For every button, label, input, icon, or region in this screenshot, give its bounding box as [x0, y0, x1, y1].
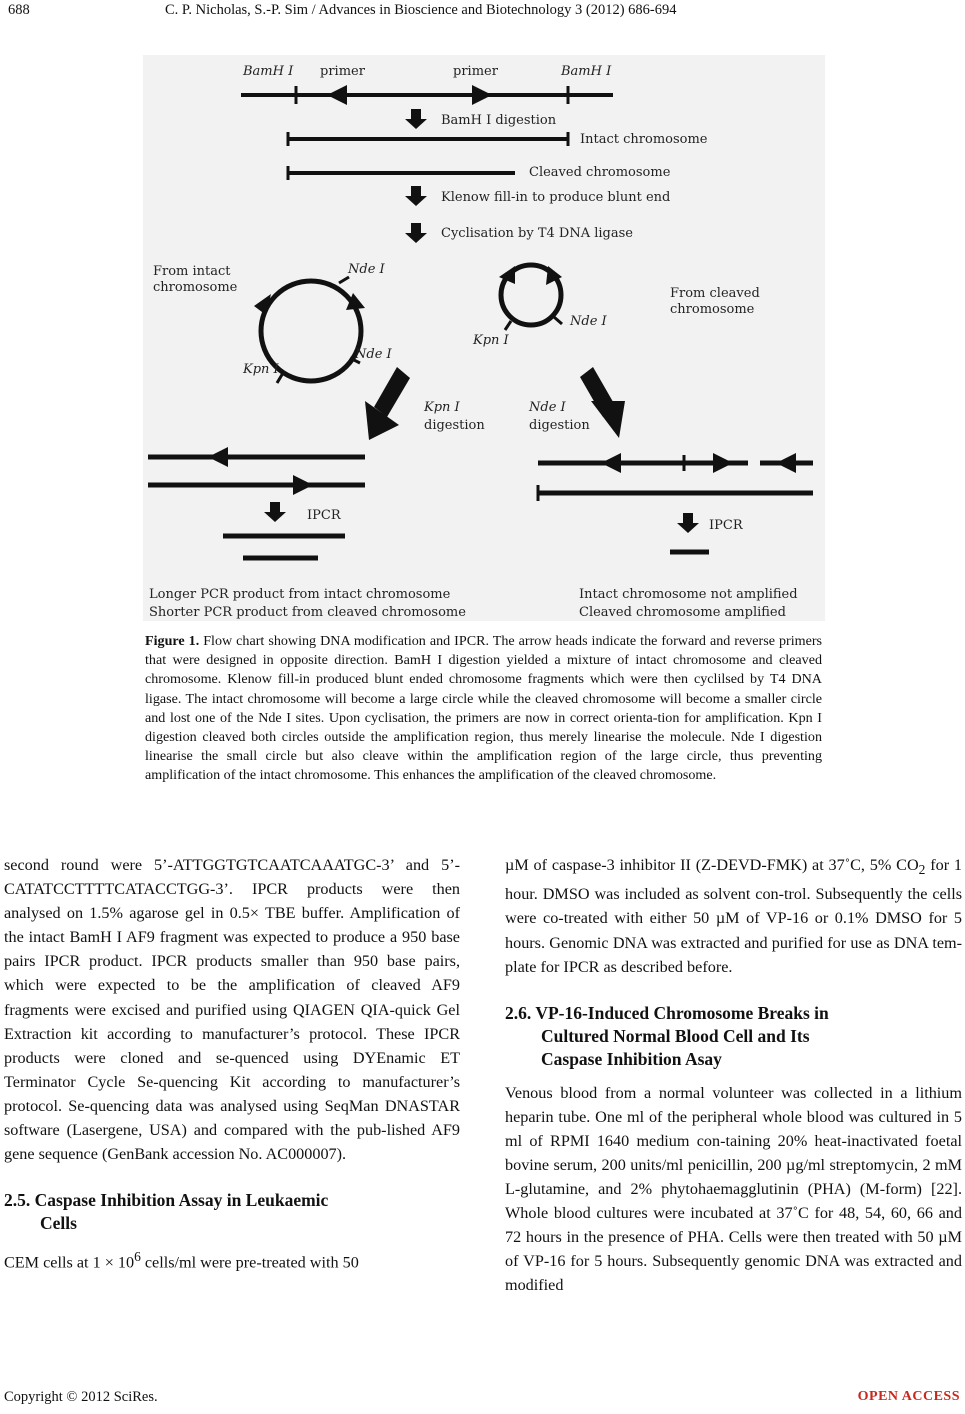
label-ipcr-right: IPCR [709, 518, 744, 533]
label-intact-chromosome: Intact chromosome [580, 132, 708, 147]
label-kpn-small: Kpn I [472, 333, 510, 348]
paragraph: Venous blood from a normal volunteer was… [505, 1083, 962, 1295]
primer-arrowhead-large-right [346, 293, 365, 310]
copyright-notice: Copyright © 2012 SciRes. [4, 1389, 158, 1405]
label-result-left-1: Longer PCR product from intact chromosom… [149, 587, 451, 602]
figure-caption: Figure 1. Flow chart showing DNA modific… [145, 632, 822, 786]
label-primer-right: primer [453, 64, 499, 79]
down-arrow-icon [677, 513, 699, 533]
label-result-right-2: Cleaved chromosome amplified [579, 605, 786, 620]
section-title-line: VP-16-Induced Chromosome Breaks in [535, 1002, 829, 1023]
primer-arrowhead-large-left [254, 294, 271, 315]
label-kpn-digestion-1: Kpn I [423, 400, 461, 415]
figure-1: BamH I primer primer BamH I BamH I diges… [143, 55, 825, 621]
left-column: second round were 5’-ATTGGTGTCAATCAAATGC… [4, 853, 460, 1275]
label-bamh1-right: BamH I [560, 64, 612, 79]
label-nde-digestion-1: Nde I [528, 400, 567, 415]
open-access-label: OPEN ACCESS [857, 1389, 960, 1404]
label-ipcr-left: IPCR [307, 508, 342, 523]
section-number: 2.5. [4, 1190, 31, 1211]
diagonal-arrow-left-icon [365, 367, 410, 440]
small-circle [498, 262, 564, 328]
section-heading-2-6: 2.6. VP-16-Induced Chromosome Breaks in … [505, 1002, 962, 1071]
primer-arrowhead-small-right [546, 266, 562, 285]
section-title-line: Caspase Inhibition Assay in Leukaemic [34, 1190, 329, 1211]
down-arrow-icon [264, 502, 286, 522]
label-nde-digestion-2: digestion [529, 418, 590, 433]
flowchart-diagram: BamH I primer primer BamH I BamH I diges… [143, 55, 825, 621]
primer-left-arrowhead [327, 85, 347, 105]
primer-arrowhead-small-left [499, 266, 515, 284]
paragraph: µM of caspase-3 inhibitor II (Z-DEVD-FMK… [505, 856, 963, 976]
right-column: µM of caspase-3 inhibitor II (Z-DEVD-FMK… [505, 853, 962, 1298]
label-kpn-digestion-2: digestion [424, 418, 485, 433]
caption-text: Flow chart showing DNA modification and … [145, 633, 822, 784]
label-bamh1-left: BamH I [242, 64, 294, 79]
label-result-right-1: Intact chromosome not amplified [579, 587, 798, 602]
label-from-intact-2: chromosome [153, 280, 238, 295]
label-from-cleaved-1: From cleaved [670, 286, 760, 301]
label-primer-left: primer [320, 64, 366, 79]
caption-label: Figure 1. [145, 633, 200, 649]
label-nde-big-top: Nde I [347, 262, 386, 277]
section-title-line: Cells [40, 1213, 77, 1234]
down-arrow-icon [405, 186, 427, 206]
label-result-left-2: Shorter PCR product from cleaved chromos… [149, 605, 466, 620]
label-step-klenow: Klenow fill-in to produce blunt end [441, 190, 670, 205]
label-kpn-big: Kpn I [242, 362, 280, 377]
label-from-cleaved-2: chromosome [670, 302, 755, 317]
label-step-bamh1: BamH I digestion [441, 113, 557, 128]
label-nde-small: Nde I [569, 314, 608, 329]
down-arrow-icon [405, 223, 427, 243]
diagonal-arrow-right-icon [580, 367, 625, 438]
paragraph: CEM cells at 1 × 106 cells/ml were pre-t… [4, 1249, 359, 1272]
running-title: C. P. Nicholas, S.-P. Sim / Advances in … [165, 2, 677, 18]
label-from-intact-1: From intact [153, 264, 231, 279]
label-step-cyclisation: Cyclisation by T4 DNA ligase [441, 226, 633, 241]
label-nde-big-bottom: Nde I [354, 347, 393, 362]
large-circle [258, 278, 364, 384]
primer-right-arrowhead [472, 85, 492, 105]
section-title-line: Cultured Normal Blood Cell and Its [541, 1025, 810, 1046]
section-title-line: Caspase Inhibition Asay [541, 1048, 722, 1069]
page-number: 688 [8, 2, 30, 18]
section-number: 2.6. [505, 1002, 532, 1023]
paragraph: second round were 5’-ATTGGTGTCAATCAAATGC… [4, 856, 460, 1164]
label-cleaved-chromosome: Cleaved chromosome [529, 165, 671, 180]
down-arrow-icon [405, 109, 427, 129]
section-heading-2-5: 2.5. Caspase Inhibition Assay in Leukaem… [4, 1189, 460, 1235]
